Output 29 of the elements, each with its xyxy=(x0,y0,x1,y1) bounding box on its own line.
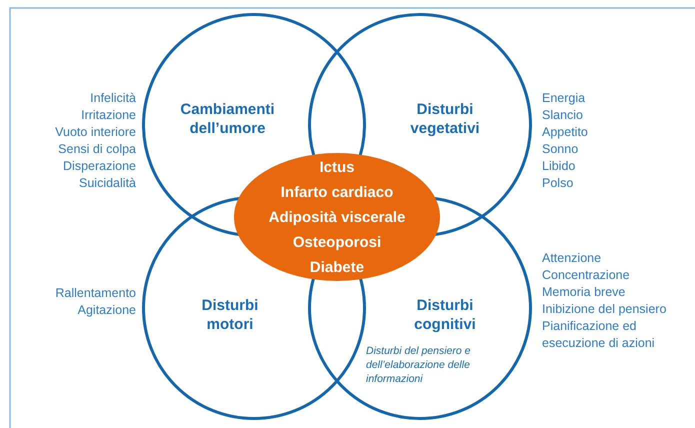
symptom-label: Agitazione xyxy=(78,302,136,319)
disease-label: Diabete xyxy=(310,258,364,278)
disease-label: Infarto cardiaco xyxy=(280,182,394,202)
symptom-label: Polso xyxy=(542,175,574,192)
symptom-label: Attenzione xyxy=(542,250,602,267)
symptom-label: Inibizione del pensiero xyxy=(542,301,666,318)
symptom-label: Slancio xyxy=(542,107,583,124)
symptom-label: Libido xyxy=(542,158,576,175)
symptom-label: Concentrazione xyxy=(542,267,630,284)
symptom-label: Appetito xyxy=(542,124,588,141)
category-heading: Disturbi vegetativi xyxy=(409,100,481,138)
symptom-label: Energia xyxy=(542,90,586,107)
disease-label: Ictus xyxy=(319,158,354,178)
disease-label: Adiposità viscerale xyxy=(268,208,406,228)
symptom-label: Sonno xyxy=(542,141,578,158)
disease-label: Osteoporosi xyxy=(292,232,382,252)
symptom-label: Disperazione xyxy=(63,158,136,175)
symptom-label: Suicidalità xyxy=(79,175,136,192)
symptom-label: Sensi di colpa xyxy=(58,141,136,158)
symptom-label: Vuoto interiore xyxy=(55,124,136,141)
category-heading: Cambiamenti dell’umore xyxy=(179,100,276,138)
symptom-label: Irritazione xyxy=(81,107,136,124)
category-note: Disturbi del pensiero e dell’elaborazione delle informazioni xyxy=(366,344,472,386)
symptom-label: Rallentamento xyxy=(55,285,136,302)
symptom-label: Infelicità xyxy=(90,90,136,107)
symptom-label: Memoria breve xyxy=(542,284,626,301)
category-heading: Disturbi motori xyxy=(200,296,260,334)
category-heading: Disturbi cognitivi xyxy=(413,296,477,334)
symptom-label: Pianificazione ed esecuzione di azioni xyxy=(542,318,656,352)
